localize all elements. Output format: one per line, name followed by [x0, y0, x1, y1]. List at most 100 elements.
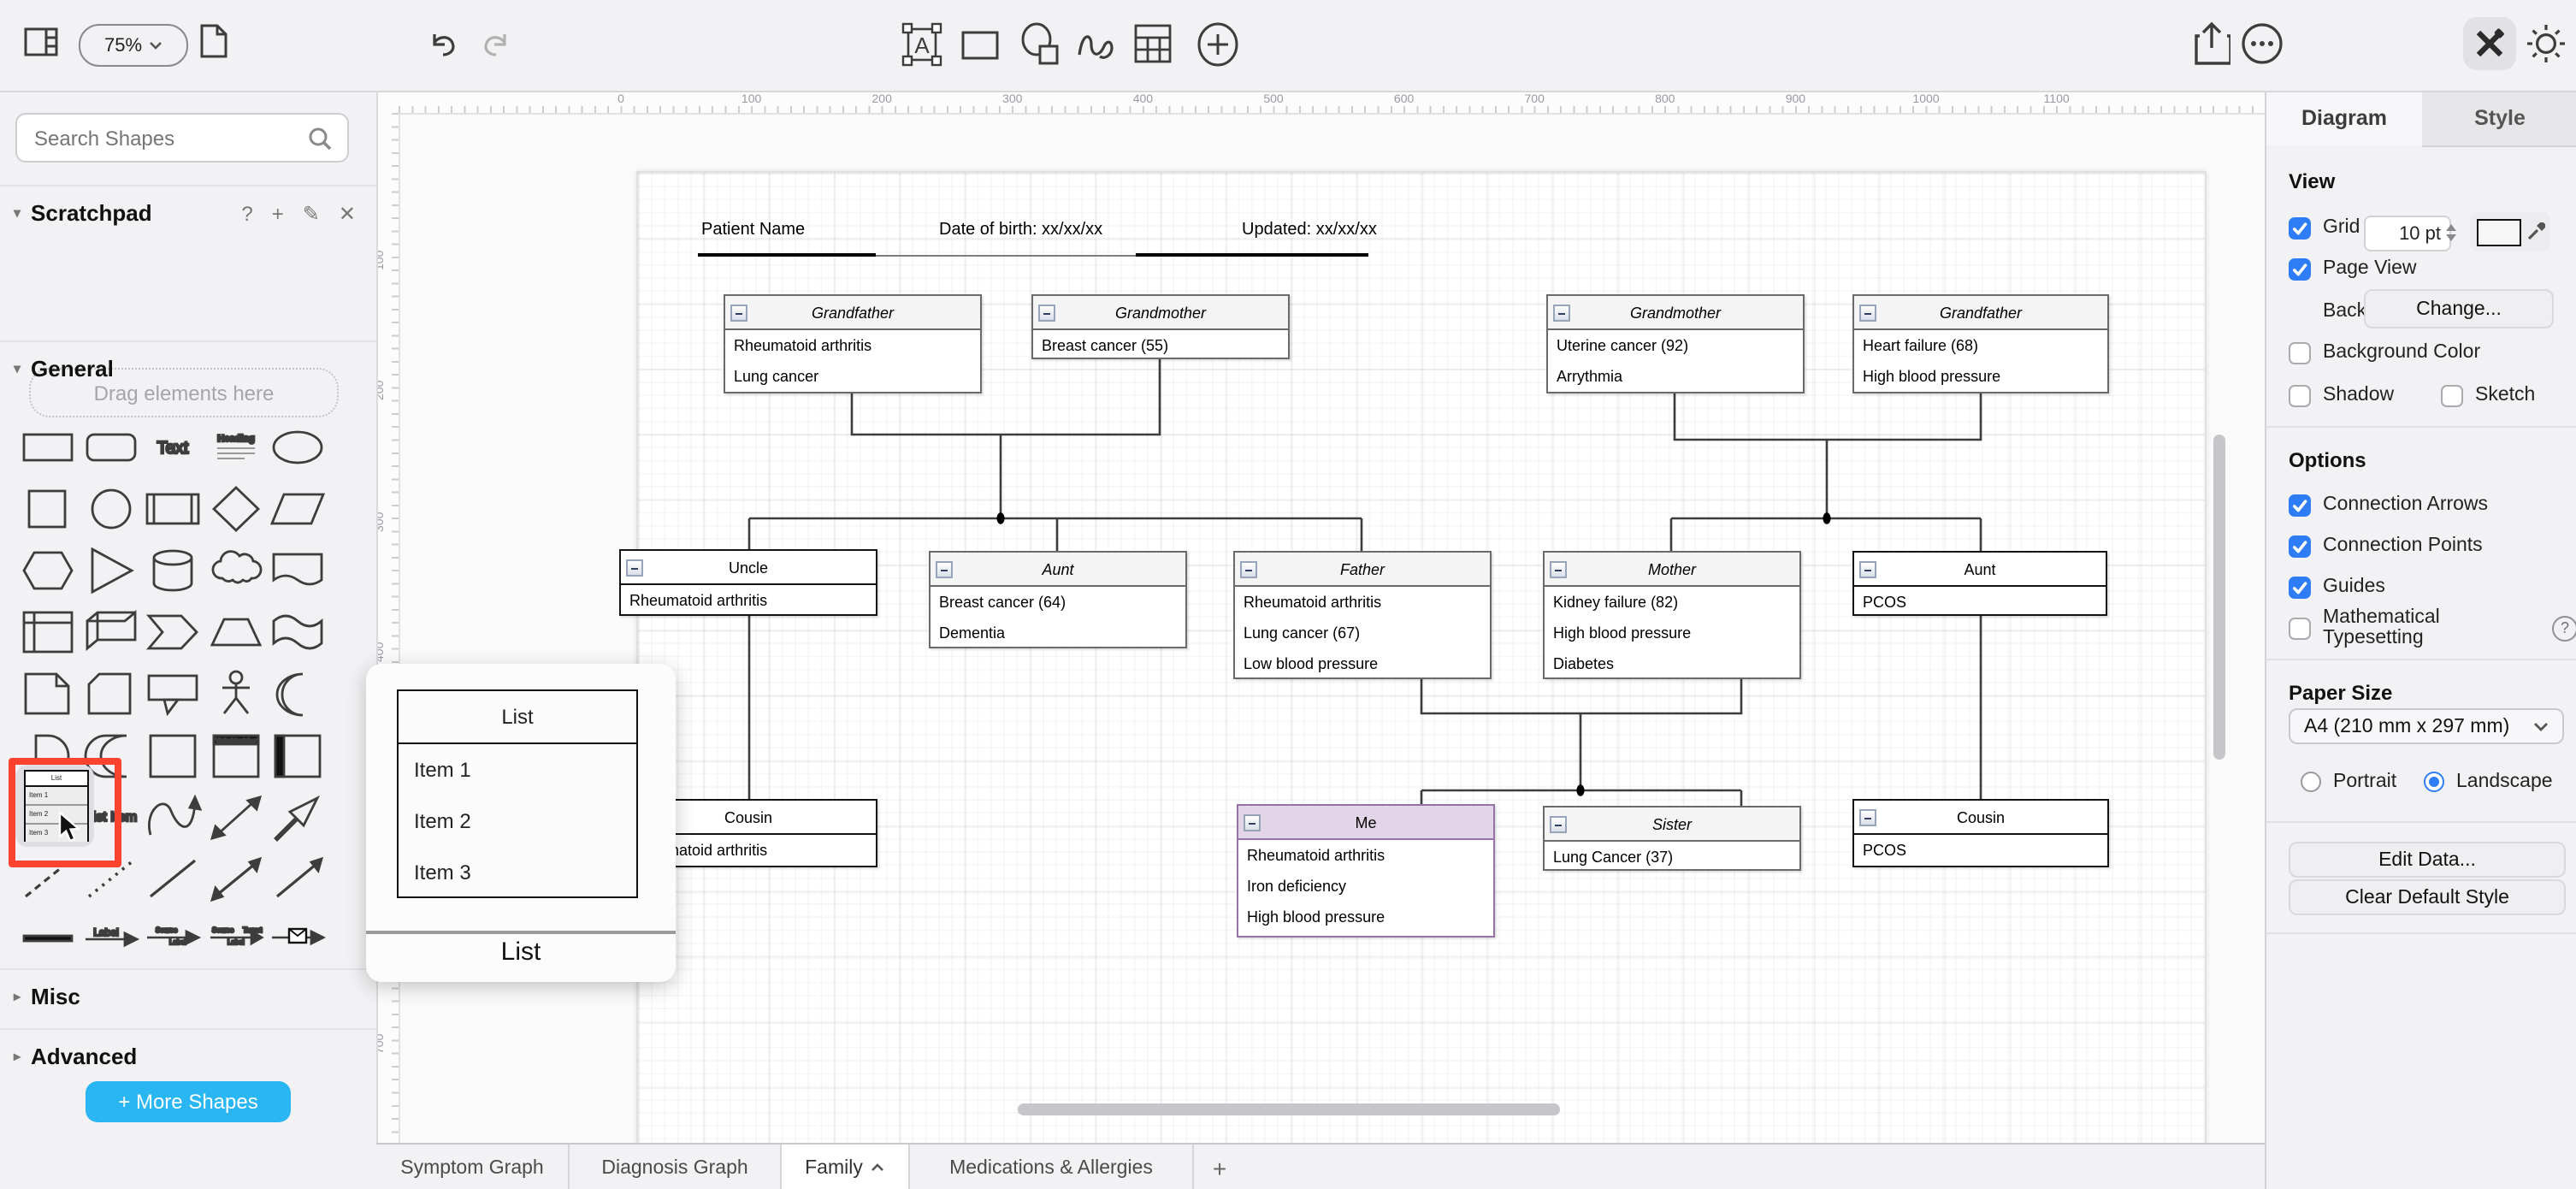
shape-parallelogram-icon[interactable]	[267, 479, 328, 537]
node-item[interactable]: High blood pressure	[1247, 908, 1385, 926]
background-change-button[interactable]: Change...	[2364, 289, 2554, 328]
insert-plus-icon[interactable]	[1196, 22, 1240, 67]
guides-checkbox[interactable]	[2289, 576, 2311, 598]
shape-internal-storage-icon[interactable]	[17, 602, 79, 660]
shape-ellipse-icon[interactable]	[267, 417, 328, 476]
table-tool-icon[interactable]	[1134, 24, 1172, 63]
shape-cloud-icon[interactable]	[204, 541, 266, 599]
more-shapes-button[interactable]: + More Shapes	[86, 1081, 291, 1122]
node-item[interactable]: Rheumatoid arthritis	[629, 592, 768, 609]
node-item[interactable]: Kidney failure (82)	[1553, 594, 1679, 611]
advanced-section-header[interactable]: ▸ Advanced	[0, 1028, 376, 1078]
scratchpad-help-icon[interactable]: ?	[241, 202, 253, 226]
scratchpad-dropzone[interactable]: Drag elements here	[29, 368, 339, 417]
collapse-minus-icon[interactable]	[1859, 809, 1876, 826]
rectangle-tool-icon[interactable]	[961, 31, 999, 60]
grid-checkbox[interactable]	[2289, 216, 2311, 239]
shape-heading-icon[interactable]: Heading	[204, 417, 266, 476]
node-item[interactable]: Arrythmia	[1557, 368, 1623, 385]
misc-section-header[interactable]: ▸ Misc	[0, 968, 376, 1018]
node-item[interactable]: PCOS	[1863, 594, 1907, 611]
redo-icon[interactable]	[481, 29, 511, 58]
shape-callout-icon[interactable]	[142, 664, 204, 722]
shape-double-arrow-line-icon[interactable]	[204, 849, 266, 907]
connection-arrows-checkbox[interactable]	[2289, 494, 2311, 516]
tab-family[interactable]: Family	[782, 1145, 910, 1189]
node-item[interactable]: High blood pressure	[1863, 368, 2001, 385]
collapse-minus-icon[interactable]	[1859, 305, 1876, 322]
node-item[interactable]: Diabetes	[1553, 655, 1615, 672]
shape-horizontal-container-icon[interactable]	[267, 725, 328, 784]
node-item[interactable]: Breast cancer (64)	[939, 594, 1066, 611]
shape-process-icon[interactable]	[142, 479, 204, 537]
shape-step-icon[interactable]	[142, 602, 204, 660]
shape-rounded-rectangle-icon[interactable]	[80, 417, 141, 476]
node-item[interactable]: Lung Cancer (37)	[1553, 849, 1674, 866]
shape-bidirectional-arrow-icon[interactable]	[204, 787, 266, 845]
paper-size-select[interactable]: A4 (210 mm x 297 mm)	[2289, 708, 2564, 744]
shape-message-arrow-icon[interactable]	[267, 908, 328, 967]
freehand-tool-icon[interactable]	[1076, 27, 1117, 65]
shape-dashed-line-icon[interactable]	[17, 849, 79, 907]
collapse-minus-icon[interactable]	[1859, 561, 1876, 578]
share-icon[interactable]	[2193, 21, 2230, 67]
portrait-radio[interactable]	[2301, 772, 2321, 792]
shape-actor-icon[interactable]	[204, 664, 266, 722]
shape-triangle-icon[interactable]	[80, 541, 141, 599]
shape-vertical-container-icon[interactable]: Vertical Container	[204, 725, 266, 784]
collapse-minus-icon[interactable]	[1550, 561, 1567, 578]
collapse-minus-icon[interactable]	[626, 559, 643, 577]
shape-arrow-line-icon[interactable]	[267, 849, 328, 907]
shape-circle-icon[interactable]	[80, 479, 141, 537]
node-item[interactable]: Iron deficiency	[1247, 878, 1347, 895]
shape-diamond-icon[interactable]	[204, 479, 266, 537]
zoom-dropdown[interactable]: 75%	[79, 24, 188, 67]
edit-data-button[interactable]: Edit Data...	[2289, 842, 2566, 878]
node-item[interactable]: Lung cancer (67)	[1244, 624, 1361, 642]
clear-default-style-button[interactable]: Clear Default Style	[2289, 879, 2566, 915]
collapse-minus-icon[interactable]	[936, 561, 953, 578]
list-shape-thumbnail[interactable]: List Item 1 Item 2 Item 3	[24, 770, 89, 842]
node-item[interactable]: Rheumatoid arthritis	[734, 337, 872, 354]
tab-symptom-graph[interactable]: Symptom Graph	[376, 1145, 570, 1189]
shape-list-item-icon[interactable]: List Item	[80, 787, 141, 845]
dob-label[interactable]: Date of birth: xx/xx/xx	[939, 221, 1103, 240]
scratchpad-close-icon[interactable]: ✕	[338, 202, 356, 226]
sketch-checkbox[interactable]	[2441, 384, 2463, 406]
node-item[interactable]: Rheumatoid arthritis	[1247, 847, 1385, 864]
shape-cube-icon[interactable]	[80, 602, 141, 660]
scratchpad-edit-icon[interactable]: ✎	[302, 202, 320, 226]
node-item[interactable]: Dementia	[939, 624, 1006, 642]
brightness-icon[interactable]	[2525, 22, 2567, 65]
shape-card-icon[interactable]	[80, 664, 141, 722]
undo-icon[interactable]	[428, 29, 458, 58]
shape-data-storage-icon[interactable]	[80, 725, 141, 784]
search-input[interactable]	[17, 126, 308, 150]
collapse-minus-icon[interactable]	[1038, 305, 1055, 322]
connection-points-checkbox[interactable]	[2289, 535, 2311, 557]
shape-curve-icon[interactable]	[142, 787, 204, 845]
scratchpad-header[interactable]: ▾ Scratchpad	[0, 186, 376, 236]
shape-text-icon[interactable]: Text	[142, 417, 204, 476]
shape-thick-line-icon[interactable]	[17, 908, 79, 967]
page-view-checkbox[interactable]	[2289, 257, 2311, 280]
shape-rectangle-icon[interactable]	[17, 417, 79, 476]
shape-or-icon[interactable]	[267, 664, 328, 722]
shape-tape-icon[interactable]	[267, 602, 328, 660]
node-item[interactable]: High blood pressure	[1553, 624, 1692, 642]
collapse-minus-icon[interactable]	[730, 305, 747, 322]
general-section-header[interactable]: ▾ General	[0, 340, 376, 392]
more-options-icon[interactable]	[2241, 22, 2284, 65]
add-page-button[interactable]: +	[1212, 1154, 1227, 1181]
text-tool-icon[interactable]: A	[901, 22, 942, 67]
node-item[interactable]: Uterine cancer (92)	[1557, 337, 1689, 354]
shape-dotted-line-icon[interactable]	[80, 849, 141, 907]
